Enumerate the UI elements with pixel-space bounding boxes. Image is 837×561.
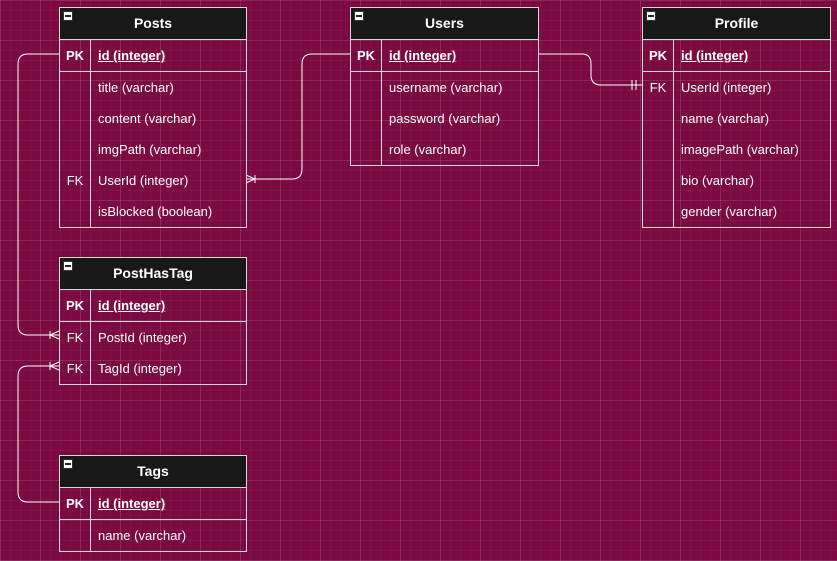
entity-tags[interactable]: Tags PK id (integer) name (varchar): [59, 455, 247, 552]
one-mandatory-icon: [631, 80, 637, 90]
key-cell: PK: [643, 40, 674, 71]
entity-header[interactable]: Users: [351, 8, 538, 40]
field-cell: id (integer): [389, 48, 457, 63]
connector-tags-posthastag[interactable]: [17, 365, 59, 503]
collapse-icon[interactable]: [646, 11, 656, 21]
connector-posts-posthastag[interactable]: [17, 53, 59, 336]
pk-row[interactable]: PK id (integer): [60, 290, 246, 322]
pk-row[interactable]: PK id (integer): [60, 40, 246, 72]
crowsfoot-many-icon: [245, 174, 257, 184]
field-cell: UserId (integer): [98, 173, 189, 188]
entity-header[interactable]: PostHasTag: [60, 258, 246, 290]
key-cell: FK: [643, 72, 674, 103]
key-cell: [351, 72, 382, 103]
key-cell: PK: [60, 40, 91, 71]
field-cell: gender (varchar): [681, 204, 778, 219]
key-cell: PK: [60, 290, 91, 321]
entity-title: PostHasTag: [113, 265, 193, 281]
key-cell: [643, 134, 674, 165]
key-cell: [351, 134, 382, 165]
entity-profile[interactable]: Profile PK id (integer) FK UserId (integ…: [642, 7, 831, 228]
collapse-icon[interactable]: [354, 11, 364, 21]
entity-title: Tags: [137, 463, 169, 479]
entity-posthastag[interactable]: PostHasTag PK id (integer) FK PostId (in…: [59, 257, 247, 385]
entity-posts[interactable]: Posts PK id (integer) title (varchar) co…: [59, 7, 247, 228]
field-cell: bio (varchar): [681, 173, 754, 188]
entity-header[interactable]: Tags: [60, 456, 246, 488]
pk-row[interactable]: PK id (integer): [351, 40, 538, 72]
field-cell: imgPath (varchar): [98, 142, 202, 157]
attribute-row[interactable]: FK UserId (integer): [643, 72, 830, 103]
key-cell: PK: [351, 40, 382, 71]
key-cell: [60, 103, 91, 134]
attribute-row[interactable]: imagePath (varchar): [643, 134, 830, 165]
crowsfoot-many-icon: [48, 361, 60, 371]
attribute-row[interactable]: bio (varchar): [643, 165, 830, 196]
key-cell: [60, 134, 91, 165]
field-cell: TagId (integer): [98, 361, 182, 376]
attribute-row[interactable]: imgPath (varchar): [60, 134, 246, 165]
attribute-row[interactable]: content (varchar): [60, 103, 246, 134]
attribute-row[interactable]: FK TagId (integer): [60, 353, 246, 384]
entity-title: Profile: [714, 15, 759, 31]
field-cell: title (varchar): [98, 80, 174, 95]
key-cell: [643, 165, 674, 196]
connector-users-profile[interactable]: [538, 53, 642, 86]
key-cell: [60, 196, 91, 227]
entity-users[interactable]: Users PK id (integer) username (varchar)…: [350, 7, 539, 166]
field-cell: PostId (integer): [98, 330, 187, 345]
field-cell: id (integer): [681, 48, 749, 63]
entity-title: Users: [425, 15, 464, 31]
field-cell: content (varchar): [98, 111, 197, 126]
crowsfoot-many-icon: [48, 330, 60, 340]
key-cell: [351, 103, 382, 134]
collapse-icon[interactable]: [63, 459, 73, 469]
field-cell: name (varchar): [98, 528, 187, 543]
pk-row[interactable]: PK id (integer): [60, 488, 246, 520]
collapse-icon[interactable]: [63, 261, 73, 271]
key-cell: [643, 196, 674, 227]
field-cell: username (varchar): [389, 80, 503, 95]
attribute-row[interactable]: name (varchar): [643, 103, 830, 134]
field-cell: role (varchar): [389, 142, 467, 157]
attribute-row[interactable]: title (varchar): [60, 72, 246, 103]
attribute-row[interactable]: name (varchar): [60, 520, 246, 551]
key-cell: FK: [60, 165, 91, 196]
field-cell: id (integer): [98, 298, 166, 313]
key-cell: FK: [60, 322, 91, 353]
field-cell: name (varchar): [681, 111, 770, 126]
attribute-row[interactable]: isBlocked (boolean): [60, 196, 246, 227]
field-cell: UserId (integer): [681, 80, 772, 95]
field-cell: imagePath (varchar): [681, 142, 799, 157]
attribute-row[interactable]: FK UserId (integer): [60, 165, 246, 196]
field-cell: id (integer): [98, 48, 166, 63]
field-cell: isBlocked (boolean): [98, 204, 213, 219]
key-cell: PK: [60, 488, 91, 519]
key-cell: [60, 520, 91, 551]
entity-header[interactable]: Posts: [60, 8, 246, 40]
attribute-row[interactable]: username (varchar): [351, 72, 538, 103]
key-cell: [60, 72, 91, 103]
pk-row[interactable]: PK id (integer): [643, 40, 830, 72]
attribute-row[interactable]: password (varchar): [351, 103, 538, 134]
attribute-row[interactable]: gender (varchar): [643, 196, 830, 227]
field-cell: id (integer): [98, 496, 166, 511]
attribute-row[interactable]: role (varchar): [351, 134, 538, 165]
entity-header[interactable]: Profile: [643, 8, 830, 40]
key-cell: [643, 103, 674, 134]
field-cell: password (varchar): [389, 111, 501, 126]
collapse-icon[interactable]: [63, 11, 73, 21]
attribute-row[interactable]: FK PostId (integer): [60, 322, 246, 353]
entity-title: Posts: [133, 15, 173, 31]
key-cell: FK: [60, 353, 91, 384]
connector-users-posts[interactable]: [246, 53, 350, 180]
